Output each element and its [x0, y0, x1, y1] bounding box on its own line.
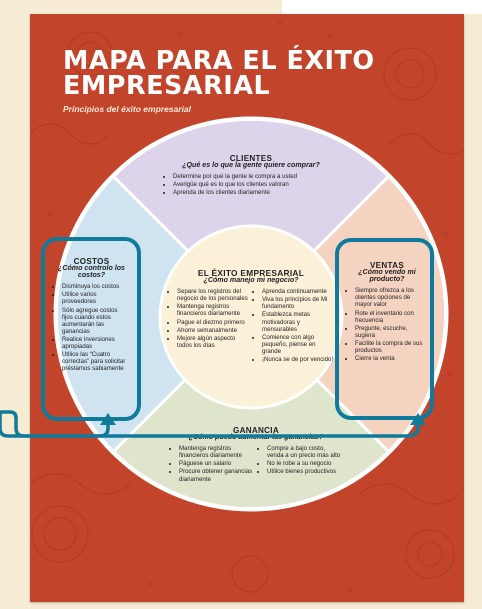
centro-list-left: Separe los registros del negocio de los …	[168, 288, 249, 364]
centro-heading: EL ÉXITO EMPRESARIAL	[197, 268, 305, 278]
list-item: Siempre ofrezca a los clientes opciones …	[355, 287, 428, 308]
centro-section: EL ÉXITO EMPRESARIAL ¿Cómo manejo mi neg…	[168, 268, 334, 364]
ganancia-segment	[111, 311, 391, 511]
ganancia-list-left: Mantenga registros financieros diariamen…	[170, 445, 254, 483]
list-item: Mejore algún aspecto todos los días	[177, 335, 249, 349]
ventas-section: VENTAS ¿Cómo vendo mi producto? Siempre …	[346, 261, 428, 363]
list-item: Averigüe qué es lo que los clientes valo…	[173, 181, 356, 188]
list-item: Realice inversiones apropiadas	[62, 336, 130, 350]
list-item: ¡Nunca se de por vencido!	[262, 356, 334, 363]
list-item: Compre a bajo costo, venda a un precio m…	[267, 445, 342, 459]
list-item: Rote el inventario con frecuencia	[355, 310, 428, 324]
list-item: No le robe a su negocio	[267, 460, 342, 467]
list-item: Determine por qué la gente le compra a u…	[173, 173, 356, 180]
ventas-heading: VENTAS	[369, 261, 405, 270]
list-item: Facilite la compra de sus productos	[355, 340, 428, 354]
list-item: Comience con algo pequeño, piense en gra…	[262, 334, 334, 355]
ventas-question: ¿Cómo vendo mi producto?	[358, 268, 416, 284]
list-item: Separe los registros del negocio de los …	[177, 288, 249, 302]
list-item: Cierre la venta	[355, 355, 428, 362]
poster-title: MAPA PARA EL ÉXITO EMPRESARIAL	[63, 46, 375, 101]
list-item: Pague el diezmo primero	[177, 319, 249, 326]
ganancia-question: ¿Cómo puedo aumentar las ganancias?	[188, 433, 324, 442]
list-item: Sólo agregue costos fijos cuando estos a…	[62, 307, 130, 335]
list-item: Páguese un salario	[179, 460, 254, 467]
poster-subtitle: Principios del éxito empresarial	[63, 104, 192, 114]
page-background-tab	[282, 0, 482, 14]
list-item: Pregunte, escuche, sugiera	[355, 325, 428, 339]
center-circle	[158, 224, 344, 410]
clientes-section: CLIENTES ¿Qué es lo que la gente quiere …	[146, 154, 356, 197]
list-item: Mantenga registros financieros diariamen…	[177, 303, 249, 317]
clientes-segment	[111, 117, 391, 317]
poster: MAPA PARA EL ÉXITO EMPRESARIAL Principio…	[30, 14, 464, 602]
ventas-list: Siempre ofrezca a los clientes opciones …	[346, 287, 428, 362]
costos-section: COSTOS ¿Cómo controlo los costos? Dismin…	[53, 257, 130, 373]
ganancia-section: GANANCIA ¿Cómo puedo aumentar las gananc…	[170, 426, 342, 484]
list-item: Utilice bienes productivos	[267, 468, 342, 475]
costos-list: Disminuya los costos Utilice varios prov…	[53, 283, 130, 372]
clientes-heading: CLIENTES	[229, 154, 273, 163]
centro-question: ¿Cómo manejo mi negocio?	[203, 276, 299, 285]
decorative-pattern	[30, 20, 464, 593]
centro-list-right: Aprenda continuamente Viva los principio…	[253, 288, 334, 364]
list-item: Aprenda continuamente	[262, 288, 334, 295]
list-item: Procure obtener ganancias diariamente	[179, 468, 254, 482]
list-item: Ahorre semanalmente	[177, 327, 249, 334]
clientes-list: Determine por qué la gente le compra a u…	[164, 173, 356, 196]
list-item: Viva los principios de Mi fundamento	[262, 296, 334, 310]
ventas-highlight-box	[335, 238, 434, 420]
list-item: Disminuya los costos	[62, 283, 130, 290]
costos-heading: COSTOS	[73, 257, 110, 266]
costos-highlight-box	[41, 237, 141, 421]
list-item: Aprenda de los clientes diariamente	[173, 189, 356, 196]
clientes-question: ¿Qué es lo que la gente quiere comprar?	[182, 161, 320, 170]
list-item: Establezca metas motivadoras y mensurabl…	[262, 311, 334, 332]
ganancia-list-right: Compre a bajo costo, venda a un precio m…	[258, 445, 342, 483]
list-item: Utilice las “Cuatro correctas” para soli…	[62, 351, 130, 372]
list-item: Utilice varios proveedores	[62, 291, 130, 305]
list-item: Mantenga registros financieros diariamen…	[179, 445, 254, 459]
costos-question: ¿Cómo controlo los costos?	[58, 264, 125, 280]
